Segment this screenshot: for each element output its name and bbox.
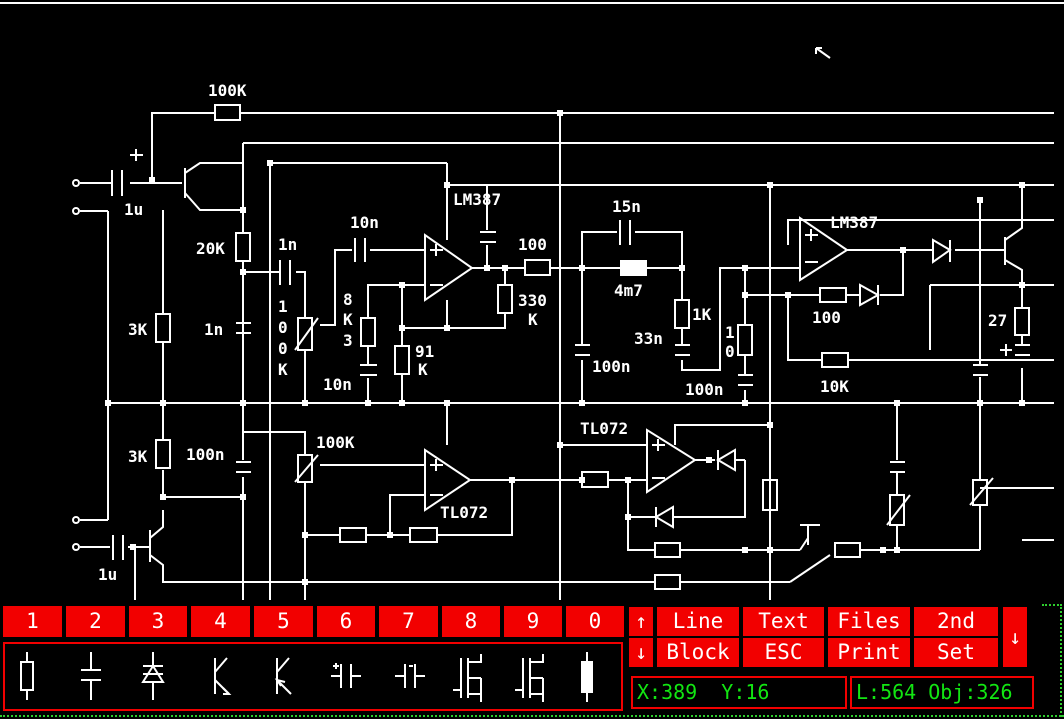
polarized-capacitor-icon[interactable] <box>331 663 361 688</box>
svg-text:100n: 100n <box>592 357 631 376</box>
esc-button[interactable]: ESC <box>743 638 824 667</box>
svg-text:15n: 15n <box>612 197 641 216</box>
svg-text:91: 91 <box>415 342 434 361</box>
svg-text:K: K <box>418 360 428 379</box>
symbol-palette <box>3 642 623 711</box>
layer-key-7[interactable]: 7 <box>379 606 438 637</box>
svg-text:LM387: LM387 <box>830 213 878 232</box>
status-frame-bottom <box>0 715 1064 717</box>
layer-key-5[interactable]: 5 <box>254 606 313 637</box>
svg-text:K: K <box>278 360 288 379</box>
layer-key-3[interactable]: 3 <box>129 606 187 637</box>
svg-text:20K: 20K <box>196 239 225 258</box>
files-button[interactable]: Files <box>828 607 910 636</box>
print-button[interactable]: Print <box>828 638 910 667</box>
layer-key-4[interactable]: 4 <box>191 606 250 637</box>
side-arrow-button[interactable]: ↓ <box>1003 607 1027 667</box>
svg-text:K: K <box>528 310 538 329</box>
svg-text:10K: 10K <box>820 377 849 396</box>
pnp-transistor-icon[interactable] <box>274 657 292 695</box>
second-button[interactable]: 2nd <box>914 607 998 636</box>
svg-text:1u: 1u <box>98 565 117 584</box>
svg-text:1n: 1n <box>278 235 297 254</box>
svg-text:3K: 3K <box>128 320 148 339</box>
svg-text:1: 1 <box>278 297 288 316</box>
layer-key-9[interactable]: 9 <box>504 606 562 637</box>
text-button[interactable]: Text <box>743 607 824 636</box>
set-button[interactable]: Set <box>914 638 998 667</box>
diode-icon[interactable] <box>141 652 165 700</box>
nmos-transistor-icon[interactable] <box>453 654 482 702</box>
svg-text:0: 0 <box>278 339 288 358</box>
label-91k-vertical: 91K <box>415 342 434 379</box>
status-frame-right <box>1042 604 1062 717</box>
wires <box>80 112 1054 600</box>
label-10-vertical: 10 <box>725 323 735 361</box>
diodes <box>654 238 952 529</box>
svg-text:LM387: LM387 <box>453 190 501 209</box>
mouse-pointer-icon <box>815 47 831 59</box>
component-labels: 100K 1u 20K 3K 1n 1n 10 0K 10n 8K 3 10n … <box>98 81 1007 584</box>
svg-text:100K: 100K <box>208 81 247 100</box>
layer-key-2[interactable]: 2 <box>66 606 125 637</box>
cursor-position-readout: X:389 Y:16 <box>631 676 847 709</box>
junctions <box>105 110 1025 585</box>
layer-key-6[interactable]: 6 <box>317 606 375 637</box>
svg-text:TL072: TL072 <box>440 503 488 522</box>
svg-text:4m7: 4m7 <box>614 281 643 300</box>
pmos-transistor-icon[interactable] <box>515 654 544 702</box>
npn-transistor-icon[interactable] <box>214 657 232 695</box>
label-8k3-vertical: 8K 3 <box>343 290 353 350</box>
svg-text:10n: 10n <box>350 213 379 232</box>
capacitor-icon[interactable] <box>81 652 101 700</box>
object-count-readout: L:564 Obj:326 <box>850 676 1034 709</box>
scroll-up-button[interactable]: ↑ <box>629 607 653 636</box>
svg-text:1n: 1n <box>204 320 223 339</box>
svg-text:27: 27 <box>988 311 1007 330</box>
label-100k-vertical: 1 0 0K <box>278 297 288 379</box>
svg-text:8: 8 <box>343 290 353 309</box>
svg-text:100: 100 <box>518 235 547 254</box>
svg-text:3K: 3K <box>128 447 148 466</box>
polarized-capacitor-reversed-icon[interactable] <box>395 664 425 688</box>
svg-text:33n: 33n <box>634 329 663 348</box>
svg-text:1u: 1u <box>124 200 143 219</box>
svg-text:TL072: TL072 <box>580 419 628 438</box>
svg-text:0: 0 <box>725 342 735 361</box>
svg-text:3: 3 <box>343 331 353 350</box>
svg-text:0: 0 <box>278 318 288 337</box>
block-button[interactable]: Block <box>657 638 739 667</box>
terminals <box>72 179 80 551</box>
opamps <box>424 216 849 512</box>
svg-text:1K: 1K <box>692 305 712 324</box>
svg-text:330: 330 <box>518 291 547 310</box>
svg-text:100: 100 <box>812 308 841 327</box>
svg-text:100n: 100n <box>685 380 724 399</box>
line-button[interactable]: Line <box>657 607 739 636</box>
scroll-down-button[interactable]: ↓ <box>629 638 653 667</box>
resistor-icon[interactable] <box>20 652 34 700</box>
layer-key-1[interactable]: 1 <box>3 606 62 637</box>
svg-text:100n: 100n <box>186 445 225 464</box>
svg-text:100K: 100K <box>316 433 355 452</box>
svg-text:K: K <box>343 310 353 329</box>
capacitors <box>111 149 1030 560</box>
svg-text:10n: 10n <box>323 375 352 394</box>
svg-text:1: 1 <box>725 323 735 342</box>
layer-key-8[interactable]: 8 <box>442 606 500 637</box>
layer-key-0[interactable]: 0 <box>566 606 624 637</box>
fuse-icon[interactable] <box>581 652 593 702</box>
